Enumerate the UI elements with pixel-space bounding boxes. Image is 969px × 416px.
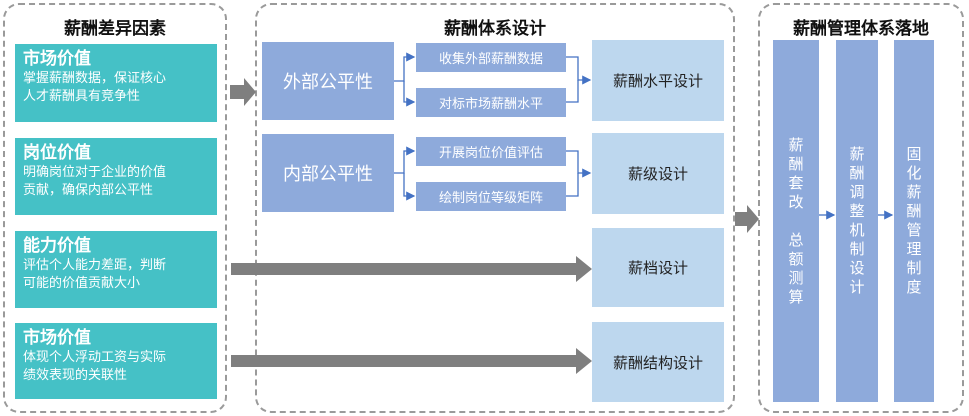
- reform-and-budget-column: 薪 酬 套 改 总 额 测 算: [773, 40, 819, 402]
- column-char: 测: [788, 268, 804, 287]
- result-pay-structure-design: 薪酬结构设计: [592, 322, 724, 402]
- external-to-benchmark-connector: [403, 81, 416, 107]
- column-char: 薪: [906, 183, 922, 201]
- factor-market-value: 市场价值 掌握薪酬数据，保证核心 人才薪酬具有竞争性: [15, 44, 217, 122]
- collect-to-level-connector: [566, 56, 592, 85]
- factor-title: 市场价值: [23, 328, 91, 348]
- factors-panel-title: 薪酬差异因素: [64, 19, 166, 39]
- step-job-evaluation: 开展岗位价值评估: [416, 137, 566, 166]
- factor-desc: 贡献，确保内部公平性: [23, 183, 154, 198]
- ability-to-band-arrow: [231, 256, 592, 282]
- column-char: 度: [906, 278, 922, 296]
- factor-title: 能力价值: [23, 236, 91, 256]
- column-char: 总: [788, 230, 804, 249]
- column-char: 管: [906, 221, 922, 239]
- column-char: 套: [788, 173, 804, 192]
- evaluation-to-grade-connector: [566, 150, 592, 178]
- column-char: 薪: [788, 135, 804, 154]
- factor-desc: 体现个人浮动工资与实际: [23, 350, 167, 365]
- management-policy-column: 固 化 薪 酬 管 理 制 度: [894, 40, 934, 402]
- result-pay-level-design: 薪酬水平设计: [592, 40, 724, 121]
- column-char: 算: [788, 287, 804, 306]
- step-benchmark-market: 对标市场薪酬水平: [416, 88, 566, 117]
- column-char: 酬: [849, 164, 865, 182]
- design-panel-title: 薪酬体系设计: [444, 19, 546, 39]
- factor-performance-value: 市场价值 体现个人浮动工资与实际 绩效表现的关联性: [15, 323, 217, 399]
- matrix-to-grade-connector: [566, 173, 579, 197]
- factors-panel: 薪酬差异因素: [3, 3, 227, 413]
- internal-to-matrix-connector: [403, 173, 416, 201]
- factor-position-value: 岗位价值 明确岗位对于企业的价值 贡献，确保内部公平性: [15, 138, 217, 215]
- adjustment-mechanism-column: 薪 酬 调 整 机 制 设 计: [836, 40, 878, 402]
- factor-desc: 明确岗位对于企业的价值: [23, 165, 167, 180]
- external-to-collect-connector: [394, 52, 416, 82]
- column-char: 薪: [849, 145, 865, 163]
- internal-to-evaluation-connector: [394, 146, 416, 174]
- column-char: 整: [849, 202, 865, 220]
- column-char: 酬: [906, 202, 922, 220]
- factor-title: 岗位价值: [23, 143, 91, 163]
- column-char: 计: [849, 278, 865, 296]
- factor-desc: 评估个人能力差距，判断: [23, 258, 167, 273]
- internal-fairness-box: 内部公平性: [262, 134, 394, 212]
- design-to-implementation-arrow: [735, 205, 759, 233]
- column-char: 调: [849, 183, 865, 201]
- factor-title: 市场价值: [23, 49, 91, 69]
- factor-ability-value: 能力价值 评估个人能力差距，判断 可能的价值贡献大小: [15, 231, 217, 308]
- column-char: 改: [788, 192, 804, 211]
- factor-desc: 人才薪酬具有竞争性: [23, 89, 141, 104]
- factors-to-design-arrow: [230, 78, 256, 106]
- column-char: 固: [906, 145, 922, 163]
- benchmark-to-level-connector: [566, 80, 579, 103]
- result-pay-grade-design: 薪级设计: [592, 133, 724, 214]
- column-char: 酬: [788, 154, 804, 173]
- step-collect-external-data: 收集外部薪酬数据: [416, 43, 566, 72]
- result-pay-band-design: 薪档设计: [592, 228, 724, 307]
- performance-to-structure-arrow: [231, 348, 592, 374]
- external-fairness-box: 外部公平性: [262, 42, 394, 120]
- column-char: 理: [906, 240, 922, 258]
- column-char: 制: [906, 259, 922, 277]
- step-grade-matrix: 绘制岗位等级矩阵: [416, 182, 566, 211]
- column-char: 设: [849, 259, 865, 277]
- design-panel: 薪酬体系设计: [255, 3, 735, 413]
- implementation-panel-title: 薪酬管理体系落地: [793, 19, 929, 39]
- column-char: 化: [906, 164, 922, 182]
- column-char: 额: [788, 249, 804, 268]
- implementation-panel: 薪酬管理体系落地: [758, 3, 964, 413]
- column-char: 机: [849, 221, 865, 239]
- column-char: 制: [849, 240, 865, 258]
- factor-desc: 可能的价值贡献大小: [23, 276, 141, 291]
- factor-desc: 掌握薪酬数据，保证核心: [23, 71, 167, 86]
- factor-desc: 绩效表现的关联性: [23, 368, 128, 383]
